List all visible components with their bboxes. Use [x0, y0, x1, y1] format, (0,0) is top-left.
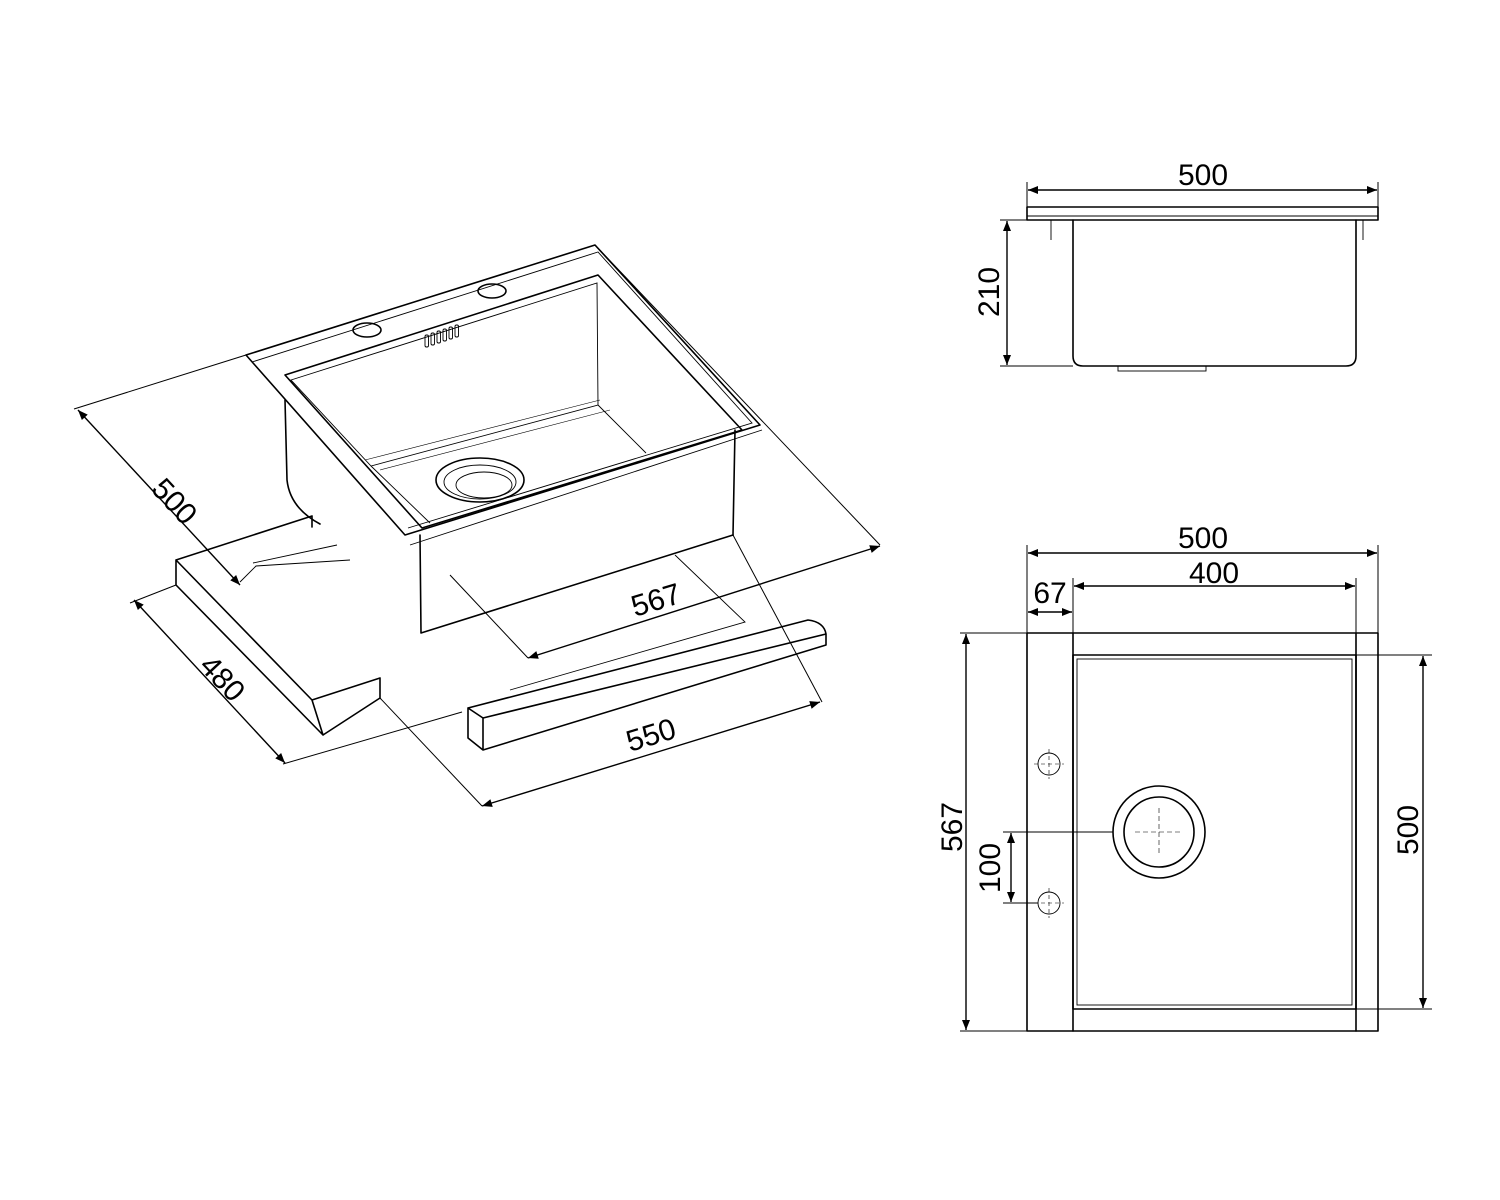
dimension-label-100-top: 100 [974, 843, 1007, 893]
dimension-label-500-side: 500 [1178, 159, 1228, 192]
dimension-depth-500: 500 [73, 244, 881, 586]
dimension-side-width-500: 500 [1026, 159, 1379, 207]
dimension-top-overall-500: 500 [1026, 522, 1379, 633]
dimension-top-500-vertical: 500 [1356, 654, 1432, 1010]
dimension-label-67-top: 67 [1033, 577, 1066, 610]
dimension-label-567-top: 567 [936, 802, 969, 852]
dimension-label-480-iso: 480 [193, 649, 251, 708]
dimension-top-567: 567 [936, 632, 1027, 1032]
side-view-outline [1026, 206, 1379, 372]
dimension-label-500-top-vertical: 500 [1392, 805, 1425, 855]
side-view: 500 210 [973, 159, 1379, 372]
dimension-cutout-480: 480 [129, 584, 463, 765]
dimension-top-100: 100 [974, 831, 1113, 904]
drain-top [1112, 785, 1206, 879]
floor-slot [239, 544, 746, 691]
dimension-label-210-side: 210 [973, 267, 1006, 317]
dimension-label-550-iso: 550 [622, 712, 680, 758]
dimension-label-500-top: 500 [1178, 522, 1228, 555]
sink-deck [245, 244, 763, 546]
dimension-label-500-iso: 500 [145, 472, 203, 531]
dimension-top-400: 400 [1072, 557, 1357, 633]
isometric-view: 500 567 480 550 [73, 244, 881, 807]
top-view: 500 400 67 567 500 100 [936, 522, 1432, 1032]
dimension-width-567: 567 [449, 545, 881, 659]
dimension-side-height-210: 210 [973, 219, 1073, 367]
dimension-label-400-top: 400 [1189, 557, 1239, 590]
tap-holes [1034, 749, 1064, 918]
overflow-slots [424, 324, 459, 348]
dimension-label-567-iso: 567 [627, 577, 685, 623]
dimension-top-67: 67 [1028, 577, 1072, 616]
